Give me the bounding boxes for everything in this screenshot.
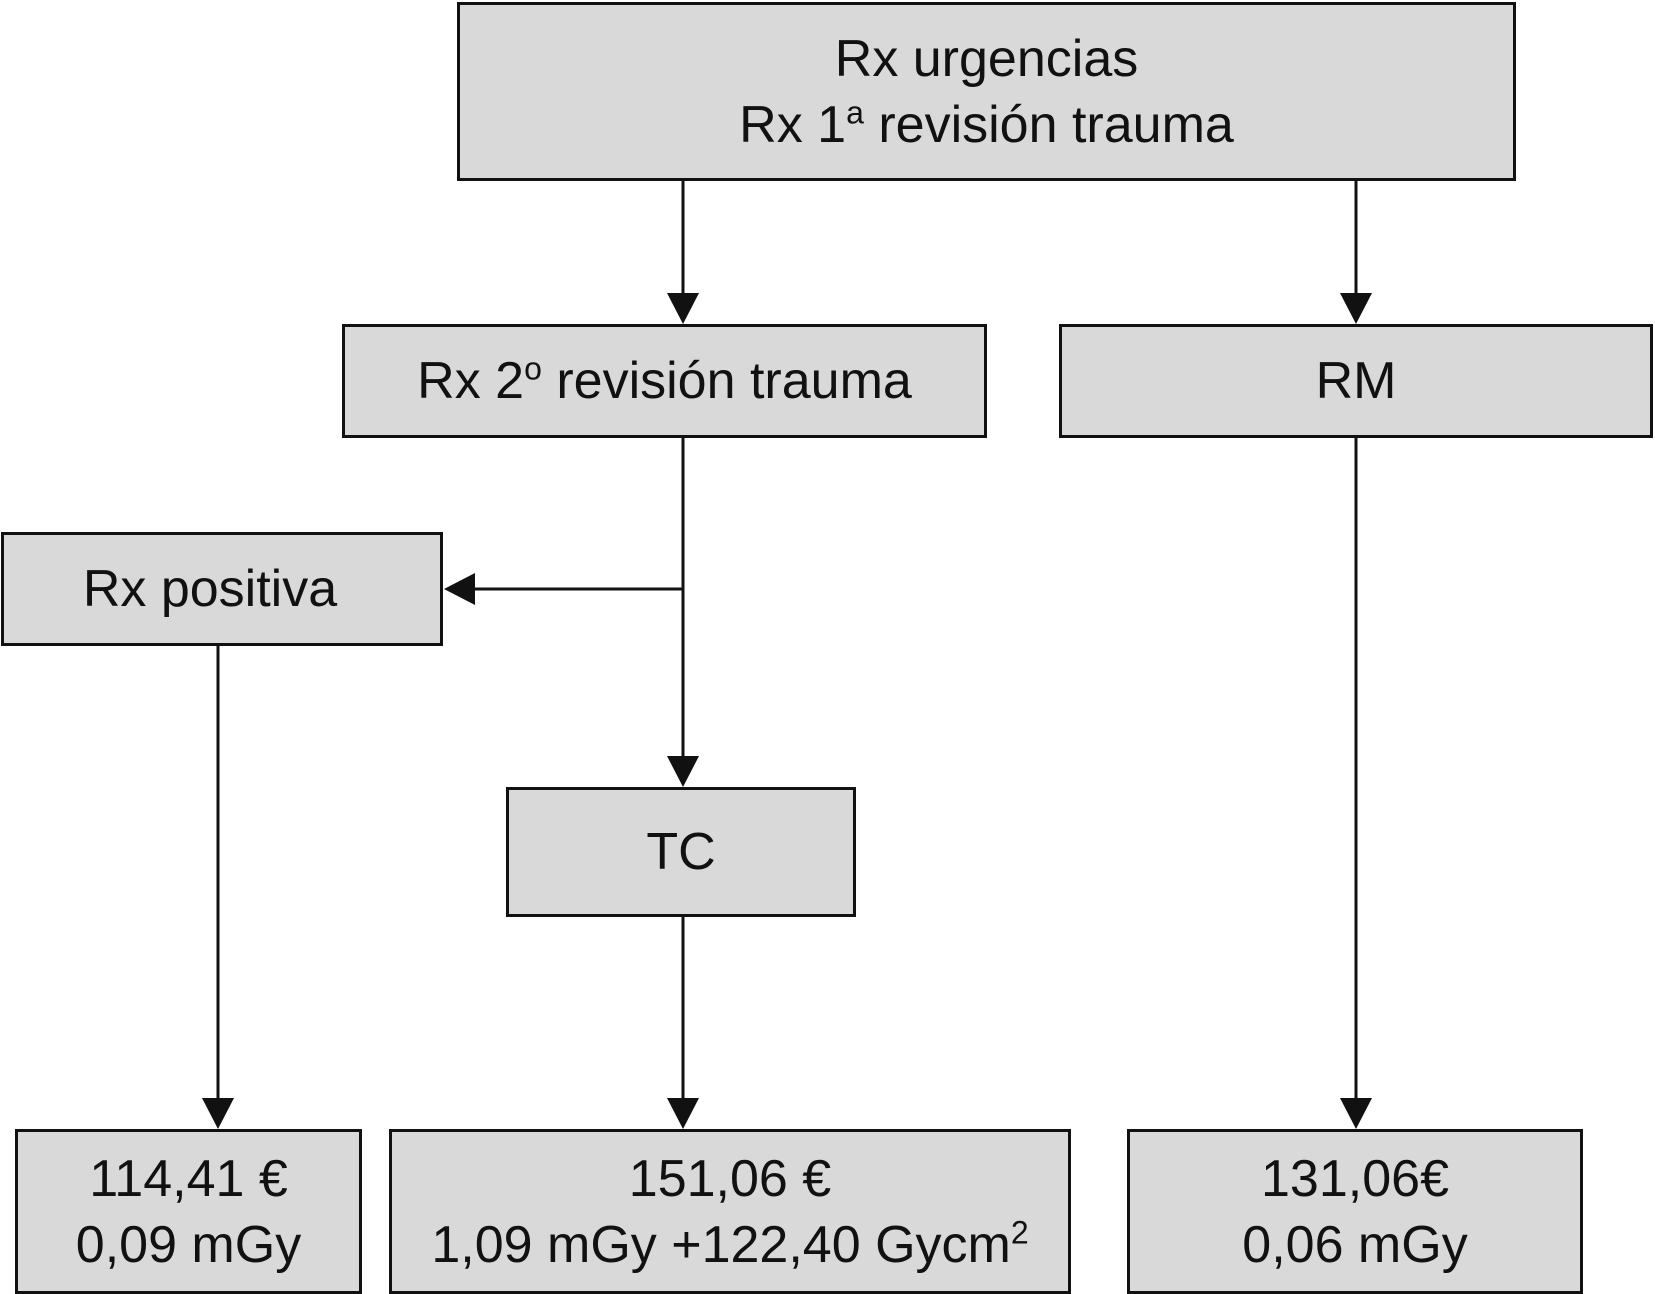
result-rm: 131,06€ 0,06 mGy <box>1127 1129 1583 1294</box>
result-tc-cost: 151,06 € <box>628 1149 832 1208</box>
node-line2-suffix: revisión trauma <box>863 95 1234 154</box>
arrowhead-result-rm <box>1340 1098 1372 1129</box>
result-rx-positiva-cost: 114,41 € <box>89 1149 288 1208</box>
node-tc: TC <box>506 787 856 917</box>
node-rm-label: RM <box>1315 352 1397 410</box>
arrowhead-rx2 <box>667 293 699 324</box>
node-rx-urgencias-line1: Rx urgencias <box>834 29 1139 88</box>
result-tc-dose: 1,09 mGy +122,40 Gycm <box>431 1215 1011 1274</box>
node-rx-urgencias: Rx urgencias Rx 1a revisión trauma <box>457 2 1516 181</box>
node-rm: RM <box>1059 324 1653 438</box>
node-rx-positiva: Rx positiva <box>1 532 443 646</box>
result-rm-cost: 131,06€ <box>1261 1149 1449 1208</box>
node-line2-superscript: a <box>846 94 864 131</box>
node-line2-prefix: Rx 1 <box>739 95 847 154</box>
arrowhead-tc <box>667 756 699 787</box>
result-rx-positiva-dose: 0,09 mGy <box>75 1215 302 1274</box>
node-rx2-prefix: Rx 2 <box>417 352 525 410</box>
node-rx-positiva-label: Rx positiva <box>82 560 338 618</box>
result-tc: 151,06 € 1,09 mGy +122,40 Gycm2 <box>389 1129 1071 1294</box>
result-tc-dose-superscript: 2 <box>1010 1214 1029 1251</box>
node-rx2-superscript: o <box>524 350 542 387</box>
result-tc-dose-line: 1,09 mGy +122,40 Gycm2 <box>431 1212 1028 1278</box>
node-rx-urgencias-line2: Rx 1a revisión trauma <box>739 92 1234 158</box>
arrowhead-rxpos <box>444 573 475 605</box>
arrowhead-result-tc <box>667 1098 699 1129</box>
node-rx-2-revision-label: Rx 2o revisión trauma <box>417 348 912 414</box>
arrowhead-rm <box>1340 293 1372 324</box>
arrowhead-result-rxpos <box>202 1098 234 1129</box>
result-rx-positiva: 114,41 € 0,09 mGy <box>15 1129 362 1294</box>
node-rx-2-revision: Rx 2o revisión trauma <box>342 324 987 438</box>
result-rm-dose: 0,06 mGy <box>1242 1215 1468 1274</box>
node-tc-label: TC <box>646 823 716 881</box>
node-rx2-suffix: revisión trauma <box>541 352 912 410</box>
